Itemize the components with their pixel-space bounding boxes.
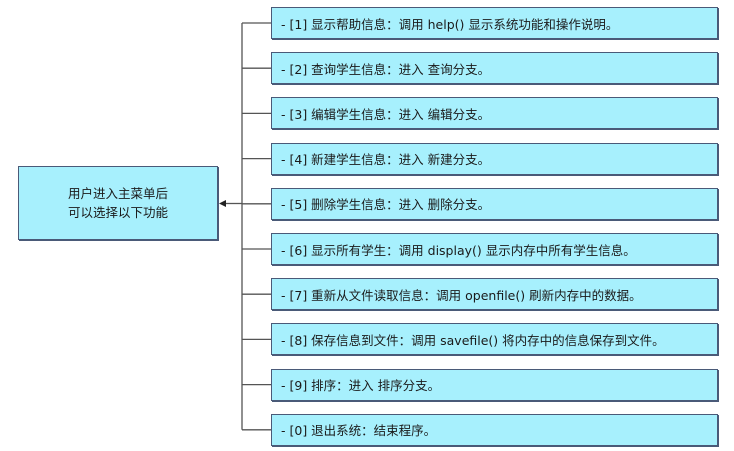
menu-item-node: - [6] 显示所有学生：调用 display() 显示内存中所有学生信息。 bbox=[271, 233, 718, 265]
menu-item-label: - [7] 重新从文件读取信息：调用 openfile() 刷新内存中的数据。 bbox=[281, 287, 642, 303]
menu-item-node: - [4] 新建学生信息：进入 新建分支。 bbox=[271, 142, 718, 175]
menu-item-node: - [0] 退出系统：结束程序。 bbox=[271, 413, 718, 446]
arrowhead-icon bbox=[219, 200, 226, 207]
menu-item-label: - [6] 显示所有学生：调用 display() 显示内存中所有学生信息。 bbox=[281, 242, 636, 258]
menu-item-label: - [9] 排序：进入 排序分支。 bbox=[281, 378, 441, 394]
menu-item-node: - [9] 排序：进入 排序分支。 bbox=[271, 368, 718, 401]
menu-item-label: - [0] 退出系统：结束程序。 bbox=[281, 423, 437, 439]
menu-item-label: - [1] 显示帮助信息：调用 help() 显示系统功能和操作说明。 bbox=[281, 16, 619, 32]
menu-item-node: - [5] 删除学生信息：进入 删除分支。 bbox=[271, 187, 718, 220]
menu-item-label: - [5] 删除学生信息：进入 删除分支。 bbox=[281, 197, 491, 213]
root-line-2: 可以选择以下功能 bbox=[67, 205, 168, 220]
menu-item-node: - [3] 编辑学生信息：进入 编辑分支。 bbox=[271, 97, 718, 130]
menu-item-node: - [2] 查询学生信息：进入 查询分支。 bbox=[271, 52, 718, 85]
menu-item-node: - [7] 重新从文件读取信息：调用 openfile() 刷新内存中的数据。 bbox=[271, 278, 718, 311]
menu-item-node: - [8] 保存信息到文件：调用 savefile() 将内存中的信息保存到文件… bbox=[271, 323, 718, 356]
menu-item-label: - [2] 查询学生信息：进入 查询分支。 bbox=[281, 61, 491, 77]
menu-item-label: - [3] 编辑学生信息：进入 编辑分支。 bbox=[281, 106, 491, 122]
root-node: 用户进入主菜单后 可以选择以下功能 bbox=[18, 166, 218, 240]
menu-item-node: - [1] 显示帮助信息：调用 help() 显示系统功能和操作说明。 bbox=[271, 7, 718, 39]
menu-item-label: - [8] 保存信息到文件：调用 savefile() 将内存中的信息保存到文件… bbox=[281, 332, 665, 348]
root-line-1: 用户进入主菜单后 bbox=[67, 186, 168, 201]
menu-item-label: - [4] 新建学生信息：进入 新建分支。 bbox=[281, 152, 491, 168]
